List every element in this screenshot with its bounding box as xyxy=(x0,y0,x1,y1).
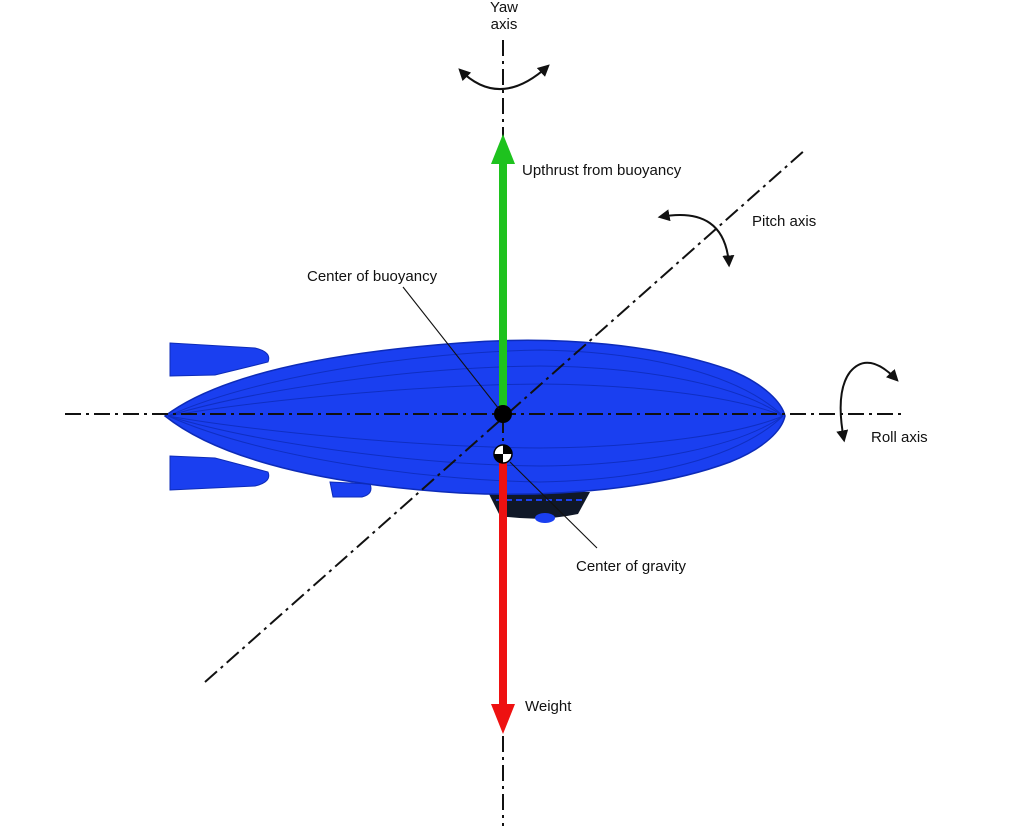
gondola-wheel xyxy=(535,513,555,523)
roll-rotation-icon xyxy=(836,361,899,443)
pitch-axis-label: Pitch axis xyxy=(752,213,816,230)
hull xyxy=(163,339,786,495)
upper-tail-fin xyxy=(169,342,270,377)
upthrust-label: Upthrust from buoyancy xyxy=(522,162,682,179)
upthrust-arrow xyxy=(491,134,515,408)
center-of-gravity-label: Center of gravity xyxy=(576,558,687,575)
lower-tail-fin xyxy=(169,455,270,491)
center-of-gravity-marker xyxy=(493,444,513,464)
airship xyxy=(163,339,786,523)
yaw-axis-label-line2: axis xyxy=(491,16,518,33)
yaw-axis-label-line1: Yaw xyxy=(490,0,518,16)
yaw-rotation-icon xyxy=(458,64,550,91)
weight-arrow xyxy=(491,460,515,734)
pitch-rotation-icon xyxy=(657,209,735,268)
center-of-gravity-leader xyxy=(509,461,598,549)
gondola xyxy=(488,492,590,519)
center-of-buoyancy-marker xyxy=(494,405,512,423)
center-of-buoyancy-leader xyxy=(402,286,500,410)
roll-axis-label: Roll axis xyxy=(871,429,928,446)
center-of-buoyancy-label: Center of buoyancy xyxy=(307,268,438,285)
weight-label: Weight xyxy=(525,698,572,715)
